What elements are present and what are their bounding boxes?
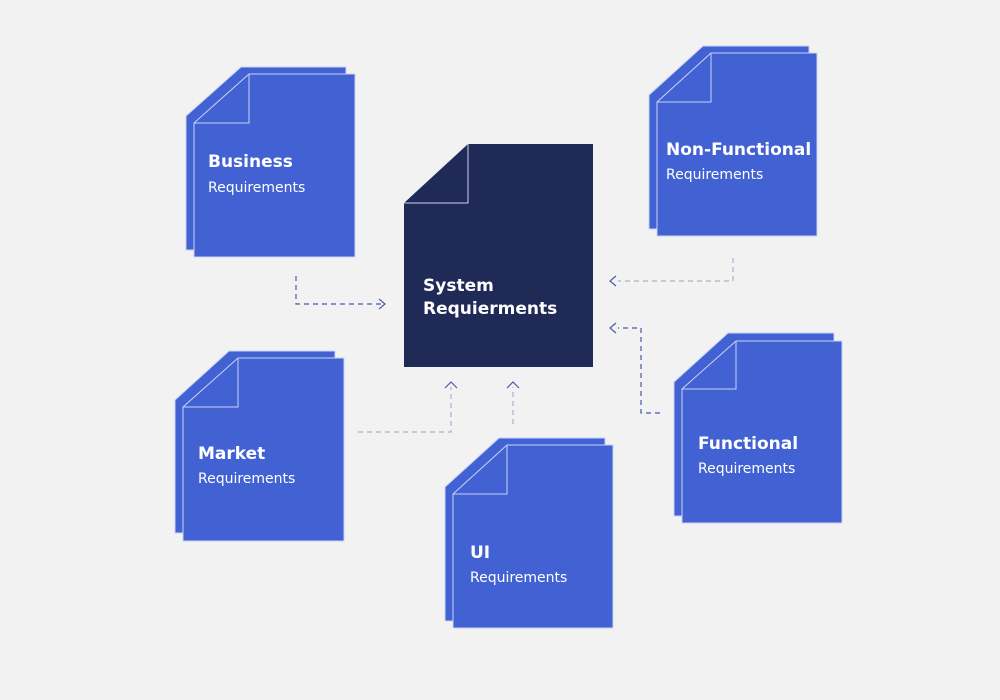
doc-functional — [673, 332, 843, 524]
doc-non-functional — [648, 45, 818, 237]
folded-corner-icon — [404, 144, 469, 204]
doc-market — [174, 350, 345, 542]
doc-title: UI — [470, 543, 491, 563]
arrowhead-left-icon — [609, 322, 617, 334]
doc-system-requirements — [404, 144, 593, 367]
connector-business-to-system — [295, 276, 386, 310]
doc-label-system: System Requierments — [423, 275, 557, 321]
doc-label-non-functional: Non-Functional Requirements — [666, 139, 811, 185]
center-title-line2: Requierments — [423, 299, 558, 319]
doc-label-business: Business Requirements — [208, 151, 305, 198]
folded-corner-icon — [682, 341, 737, 390]
doc-title: Business — [208, 152, 293, 172]
doc-subtitle: Requirements — [198, 471, 296, 487]
doc-label-functional: Functional Requirements — [698, 433, 798, 479]
arrowhead-left-icon — [609, 275, 617, 287]
doc-subtitle: Requirements — [698, 461, 796, 477]
connector-functional-to-system — [609, 322, 660, 414]
connector-ui-to-system — [506, 381, 520, 424]
doc-title: Market — [198, 444, 266, 464]
arrowhead-up-icon — [444, 381, 458, 389]
doc-title: Non-Functional — [666, 140, 812, 160]
doc-business — [185, 66, 356, 258]
doc-subtitle: Requirements — [208, 180, 306, 196]
connector-nonfunctional-to-system — [609, 258, 734, 287]
center-title-line1: System — [423, 276, 494, 296]
doc-title: Functional — [698, 434, 799, 454]
doc-label-ui: UI Requirements — [470, 542, 567, 588]
doc-label-market: Market Requirements — [198, 443, 295, 489]
arrowhead-up-icon — [506, 381, 520, 389]
folded-corner-icon — [657, 53, 712, 103]
doc-subtitle: Requirements — [666, 167, 764, 183]
arrowhead-right-icon — [378, 298, 386, 310]
connector-market-to-system — [358, 381, 458, 433]
folded-corner-icon — [453, 445, 508, 495]
folded-corner-icon — [183, 358, 239, 408]
doc-ui — [444, 437, 614, 629]
doc-subtitle: Requirements — [470, 570, 568, 586]
folded-corner-icon — [194, 74, 250, 124]
